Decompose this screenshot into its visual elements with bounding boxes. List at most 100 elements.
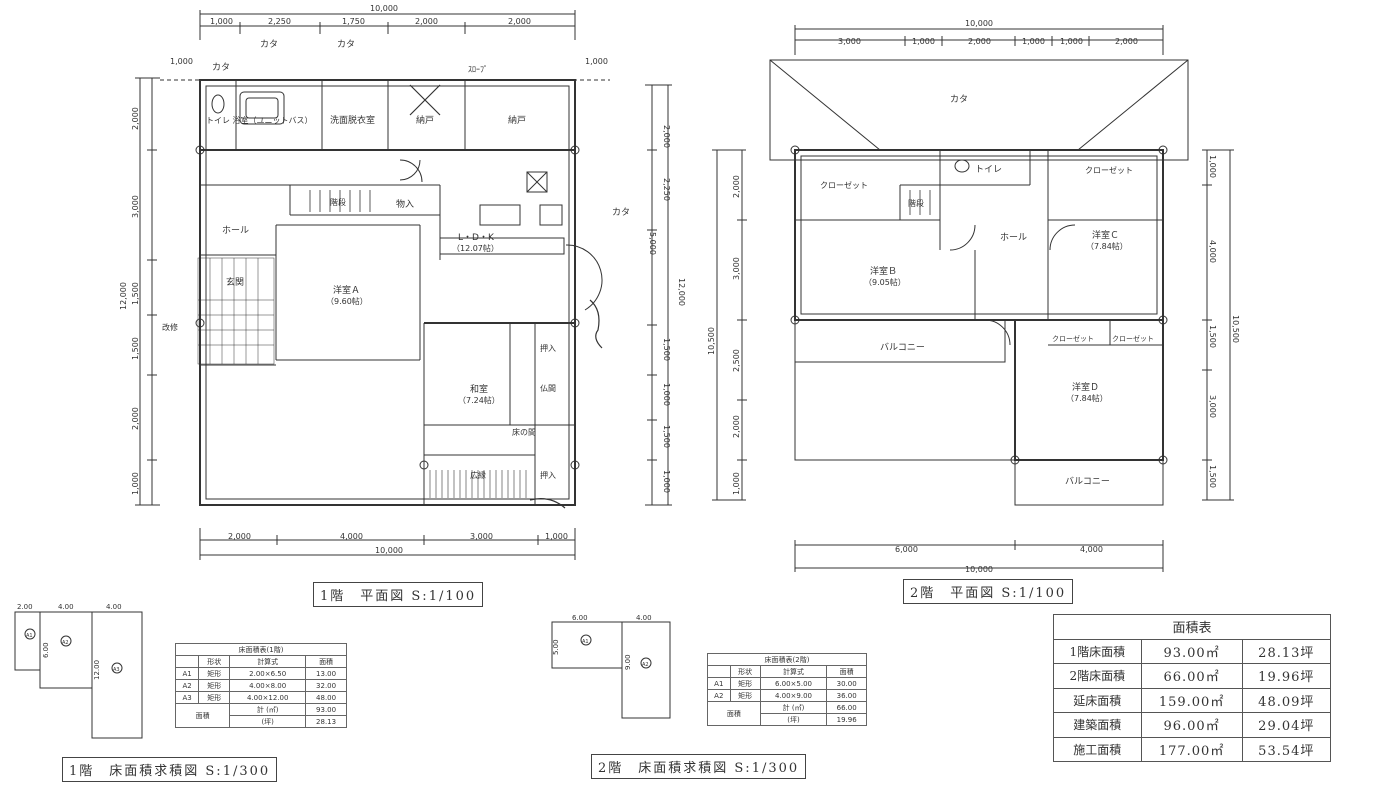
- f1-butsuma: 仏間: [540, 384, 556, 393]
- f1-right-total-a: 5,000: [648, 232, 657, 255]
- f2-right-total: 10,500: [1231, 315, 1240, 343]
- f1-closet-2: 納戸: [508, 114, 526, 126]
- floor2-calc-diagram: [551, 621, 671, 719]
- calc1-header-1: 形状: [198, 655, 231, 668]
- calc2-total-sqm-label: 計 (㎡): [759, 701, 828, 714]
- calc2-header-0: [707, 665, 731, 678]
- area-row5-sqm: 177.00㎡: [1140, 736, 1243, 762]
- f1-bottom-dim-3: 3,000: [470, 532, 493, 541]
- f1-top-dim-2: 2,250: [268, 17, 291, 26]
- f2-closet: クローゼット: [820, 180, 868, 190]
- calc1-dim-1: 2.00: [17, 603, 33, 611]
- f1-overhang-left: 1,000: [170, 57, 193, 66]
- f1-bottom-dim-4: 1,000: [545, 532, 568, 541]
- area-table-title: 面積表: [1053, 614, 1331, 640]
- f2-right-dim-5: 1,500: [1208, 465, 1217, 488]
- calc1-label-a1: A1: [26, 633, 33, 639]
- calc1-row3-shape: 矩形: [198, 691, 231, 704]
- f1-top-dim-4: 2,000: [415, 17, 438, 26]
- f1-ldk-size: （12.07帖）: [452, 243, 499, 253]
- area-row3-sqm: 159.00㎡: [1140, 687, 1243, 713]
- f2-top-dim-5: 1,000: [1060, 37, 1083, 46]
- floor1-room-labels: トイレ 浴室（ユニットバス） 洗面脱衣室 納戸 納戸 ホール 玄関 物入 階段 …: [162, 39, 630, 480]
- f1-room-a-size: （9.60帖）: [326, 296, 368, 306]
- calc2-label-a2: A2: [642, 662, 649, 668]
- calc2-header-3: 面積: [826, 665, 867, 678]
- area-row5-label: 施工面積: [1053, 736, 1142, 762]
- f2-roof: カタ: [950, 94, 968, 105]
- area-row1-sqm: 93.00㎡: [1140, 638, 1243, 664]
- calc2-row2-shape: 矩形: [729, 689, 761, 702]
- floor1-dimensions: 10,000 1,000 2,250 1,750 2,000 2,000 2,0…: [119, 4, 686, 555]
- calc1-row2-id: A2: [174, 679, 200, 692]
- calc2-row2-formula: 4.00×9.00: [759, 689, 828, 702]
- f2-left-dim-5: 1,000: [732, 472, 741, 495]
- table-row: 延床面積 159.00㎡ 48.09坪: [1053, 687, 1332, 713]
- calc1-header-2: 計算式: [229, 655, 307, 668]
- f2-room-c: 洋室Ｃ: [1092, 229, 1119, 241]
- floor2-plan: [712, 25, 1234, 572]
- calc1-dim-2: 4.00: [58, 603, 74, 611]
- f1-right-dim-2: 2,250: [662, 178, 671, 201]
- floor1-plan-caption: 1階 平面図 S:1/100: [313, 582, 484, 607]
- f1-closet-1: 納戸: [416, 114, 434, 126]
- f2-left-total: 10,500: [707, 327, 716, 355]
- calc2-dim-1: 6.00: [572, 614, 588, 622]
- calc2-labels: 6.00 4.00 5.00 9.00 A1 A2: [552, 614, 652, 670]
- calc1-row2-area: 32.00: [305, 679, 347, 692]
- area-row4-sqm: 96.00㎡: [1140, 712, 1243, 738]
- area-row3-tsubo: 48.09坪: [1241, 687, 1332, 713]
- area-row2-tsubo: 19.96坪: [1241, 663, 1332, 689]
- calc1-header-3: 面積: [305, 655, 347, 668]
- calc1-label-a3: A3: [113, 667, 120, 673]
- area-row2-sqm: 66.00㎡: [1140, 663, 1243, 689]
- floor1-plan: [135, 10, 672, 560]
- f1-top-dim-5: 2,000: [508, 17, 531, 26]
- f1-left-dim-1: 2,000: [131, 107, 140, 130]
- f2-room-b: 洋室Ｂ: [870, 265, 897, 277]
- calc2-total-label: 面積: [707, 701, 761, 726]
- f1-oshiire-2: 押入: [540, 470, 556, 480]
- f1-bottom-total: 10,000: [375, 546, 403, 555]
- f1-washitsu-size: （7.24帖）: [458, 395, 500, 405]
- table-row: A1 矩形 2.00×6.50 13.00: [174, 667, 347, 680]
- area-row1-label: 1階床面積: [1053, 638, 1142, 664]
- f2-room-c-size: （7.84帖）: [1086, 241, 1128, 251]
- area-row3-label: 延床面積: [1053, 687, 1142, 713]
- f2-balcony-1: バルコニー: [880, 342, 925, 353]
- f1-left-dim-2: 3,000: [131, 195, 140, 218]
- f2-hall: ホール: [1000, 232, 1027, 243]
- calc2-side-b: 9.00: [624, 654, 632, 670]
- calc1-total-label: 面積: [174, 703, 231, 728]
- f2-top-dim-2: 1,000: [912, 37, 935, 46]
- f2-top-dim-3: 2,000: [968, 37, 991, 46]
- f1-washitsu: 和室: [470, 383, 488, 395]
- table-row: A2 矩形 4.00×8.00 32.00: [174, 679, 347, 692]
- calc1-total-tsubo: 28.13: [305, 715, 347, 728]
- f2-right-dim-4: 3,000: [1208, 395, 1217, 418]
- f1-right-total-b: 12,000: [677, 278, 686, 306]
- f2-top-total: 10,000: [965, 19, 993, 28]
- f1-left-dim-4: 1,500: [131, 337, 140, 360]
- calc1-row1-formula: 2.00×6.50: [229, 667, 307, 680]
- table-row: 2階床面積 66.00㎡ 19.96坪: [1053, 663, 1332, 689]
- table-row: A2 矩形 4.00×9.00 36.00: [707, 689, 867, 702]
- calc2-row1-formula: 6.00×5.00: [759, 677, 828, 690]
- f1-top-dim-1: 1,000: [210, 17, 233, 26]
- floor1-area-calc-table: 床面積表(1階) 形状 計算式 面積 A1 矩形 2.00×6.50 13.00…: [174, 643, 347, 728]
- calc1-row3-id: A3: [174, 691, 200, 704]
- f2-top-dim-1: 3,000: [838, 37, 861, 46]
- f1-bottom-dim-2: 4,000: [340, 532, 363, 541]
- calc2-total-sqm: 66.00: [826, 701, 867, 714]
- calc2-dim-2: 4.00: [636, 614, 652, 622]
- calc2-row1-id: A1: [707, 677, 731, 690]
- f1-right-dim-1: 2,000: [662, 125, 671, 148]
- f1-bottom-dim-1: 2,000: [228, 532, 251, 541]
- calc2-total-tsubo-label: (坪): [759, 713, 828, 726]
- f1-entrance: 玄関: [226, 276, 244, 288]
- f1-note-2: カタ: [337, 39, 355, 50]
- f1-note-5: ｽﾛｰﾌﾟ: [468, 65, 488, 74]
- calc2-total-tsubo: 19.96: [826, 713, 867, 726]
- floor1-calc-caption: 1階 床面積求積図 S:1/300: [62, 757, 278, 782]
- calc1-row1-shape: 矩形: [198, 667, 231, 680]
